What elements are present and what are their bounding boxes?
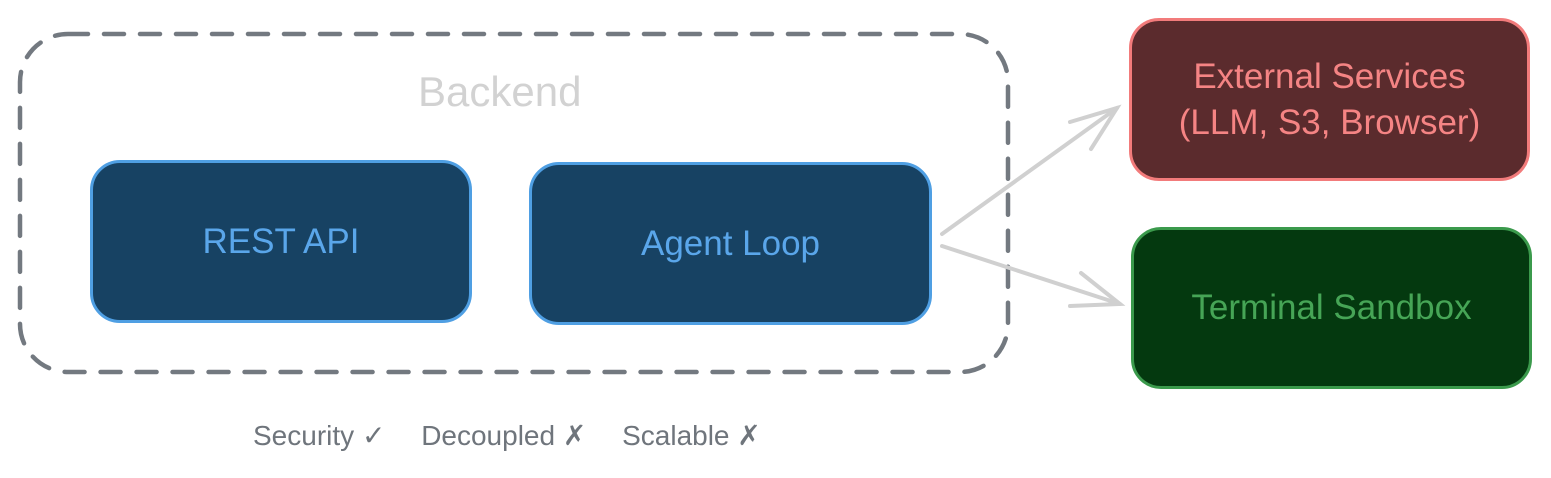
property-security: Security ✓ [253,420,386,451]
cross-icon: ✗ [737,420,761,451]
node-label: Terminal Sandbox [1191,288,1472,328]
node-label-line2: (LLM, S3, Browser) [1178,102,1481,142]
cross-icon: ✗ [562,420,587,451]
node-agent-loop[interactable]: Agent Loop [529,162,932,325]
backend-group-border [17,31,1011,375]
node-label-line1: External Services [1193,57,1466,96]
property-scalable: Scalable ✗ [622,420,761,451]
node-label: Agent Loop [640,223,821,263]
node-label: REST API [202,221,360,261]
node-terminal-sandbox[interactable]: Terminal Sandbox [1131,227,1532,389]
edge-agent-loop-to-terminal-sandbox [940,244,1126,308]
node-rest-api[interactable]: REST API [90,160,472,323]
edge-agent-loop-to-external-services [940,104,1122,236]
backend-group-label: Backend [418,68,582,115]
node-external-services[interactable]: External Services (LLM, S3, Browser) [1129,18,1530,181]
property-decoupled: Decoupled ✗ [421,420,587,451]
check-icon: ✓ [361,420,386,451]
properties-footer: Security ✓ Decoupled ✗ Scalable ✗ [253,419,789,452]
